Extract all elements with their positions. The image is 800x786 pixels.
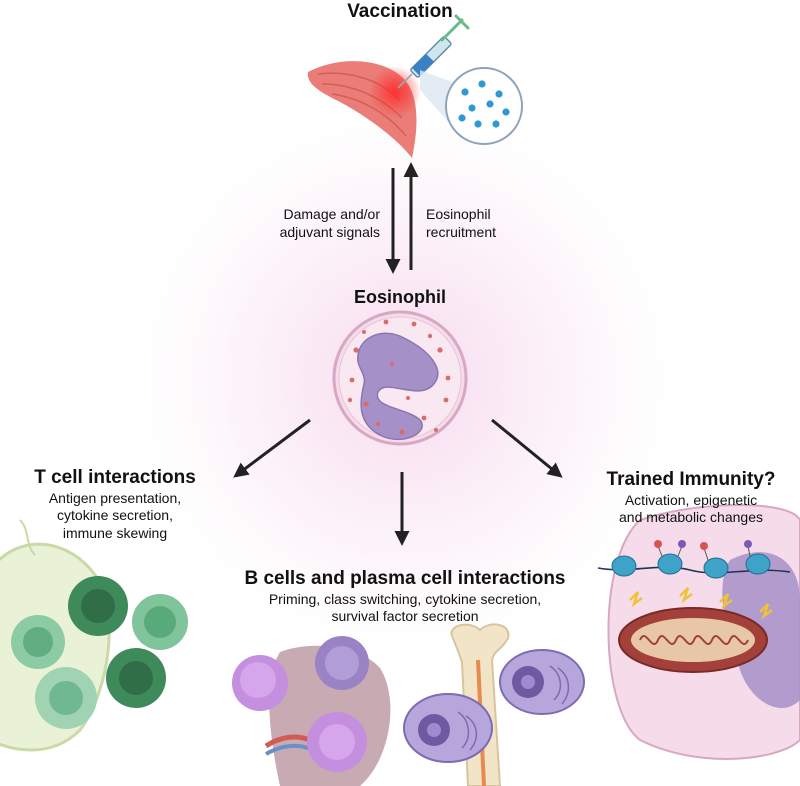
- arrow-to-trained-immunity: [491, 418, 563, 478]
- recruitment-line-2: recruitment: [426, 223, 497, 240]
- recruitment-line-1: Eosinophil: [426, 206, 491, 222]
- trained-immunity-title: Trained Immunity?: [606, 469, 776, 490]
- b-cell-illustration: [232, 623, 585, 786]
- b-cell-line-2: survival factor secretion: [331, 608, 479, 625]
- trained-immunity-illustration: [597, 504, 800, 760]
- vaccine-particles-inset: [420, 67, 523, 145]
- b-cell-line-1: Priming, class switching, cytokine secre…: [268, 590, 542, 607]
- b-cell-title: B cells and plasma cell interactions: [244, 568, 566, 589]
- arrow-to-t-cell: [233, 418, 311, 478]
- trained-immunity-line-2: and metabolic changes: [619, 509, 763, 526]
- damage-signals-line-1: Damage and/or: [283, 206, 380, 222]
- syringe-icon: [397, 14, 470, 89]
- b-cell-section: B cells and plasma cell interactions Pri…: [200, 567, 610, 626]
- t-cell-line-3: immune skewing: [62, 524, 168, 541]
- vaccination-title: Vaccination: [347, 1, 453, 22]
- t-cell-line-1: Antigen presentation,: [48, 489, 182, 506]
- eosinophil-cell: [332, 310, 468, 446]
- trained-immunity-line-1: Activation, epigenetic: [624, 491, 758, 508]
- eosinophil-title: Eosinophil: [354, 287, 446, 307]
- damage-signals-line-2: adjuvant signals: [279, 223, 380, 240]
- damage-signals-label: Damage and/or adjuvant signals: [220, 206, 380, 241]
- t-cell-illustration: [0, 519, 188, 752]
- t-cell-section: T cell interactions Antigen presentation…: [0, 466, 230, 542]
- t-cell-line-2: cytokine secretion,: [57, 507, 173, 524]
- t-cell-title: T cell interactions: [34, 467, 196, 488]
- recruitment-label: Eosinophil recruitment: [426, 206, 566, 241]
- trained-immunity-section: Trained Immunity? Activation, epigenetic…: [582, 468, 800, 527]
